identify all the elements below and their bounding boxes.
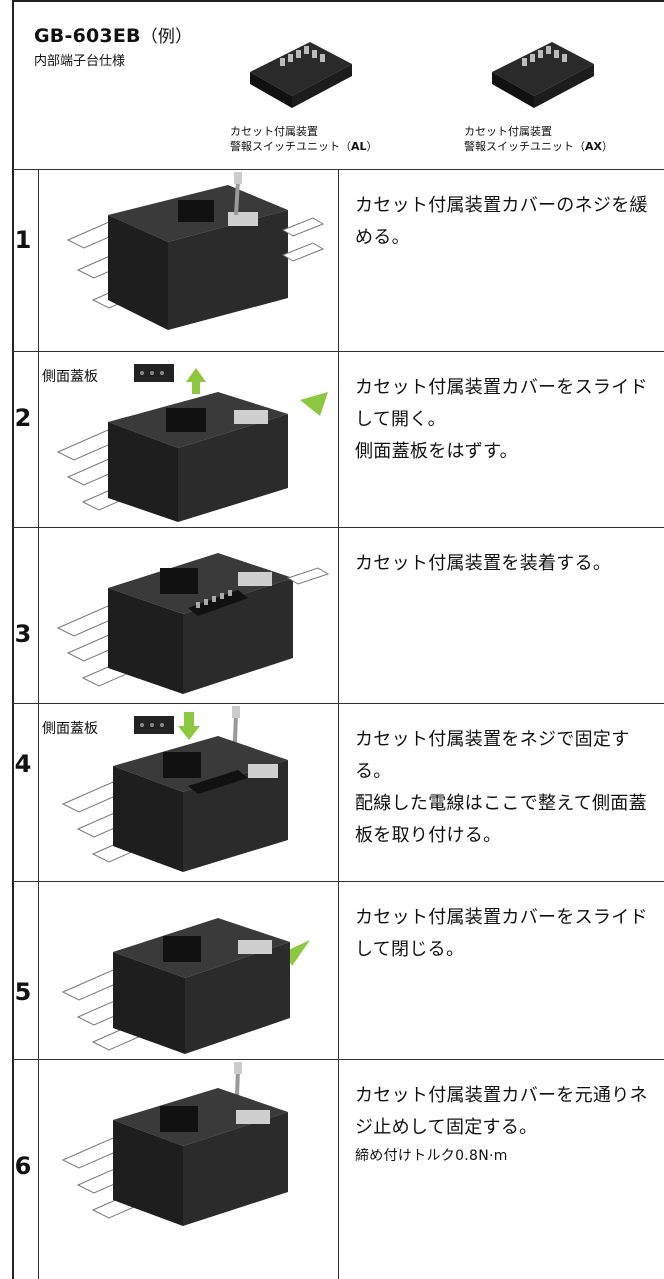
- unit-caption-al: カセット付属装置 警報スイッチユニット（AL）: [230, 125, 378, 153]
- step-3-image: [38, 528, 339, 703]
- step-number: 3: [14, 620, 32, 648]
- step-number: 2: [14, 404, 32, 432]
- alarm-unit-al-image: [250, 42, 352, 108]
- step-2-image: 側面蓋板: [38, 352, 339, 527]
- step-number: 6: [14, 1152, 32, 1180]
- step-number: 1: [14, 226, 32, 254]
- step-4-image: 側面蓋板: [38, 704, 339, 881]
- unit-caption-ax: カセット付属装置 警報スイッチユニット（AX）: [464, 125, 613, 153]
- table-frame: [12, 0, 664, 1279]
- step-1-text: カセット付属装置カバーのネジを緩める。: [355, 195, 648, 248]
- step-3-text: カセット付属装置を装着する。: [355, 553, 612, 574]
- step-6-image: [38, 1060, 339, 1279]
- header-section: GB-603EB（例） 内部端子台仕様 カセット付属装置 警報スイッチユニット（…: [12, 0, 664, 170]
- model-name: GB-603EB: [34, 25, 141, 47]
- step-row-1: 1 カセット付属装置カバーのネジを緩める。: [12, 170, 664, 352]
- step-row-6: 6 カセット付属装置カバーを元通りネジ止めして固定する。締め付けトルク0.8N·…: [12, 1060, 664, 1279]
- step-5-image: [38, 882, 339, 1059]
- alarm-unit-ax-image: [492, 42, 594, 108]
- step-5-text: カセット付属装置カバーをスライドして閉じる。: [355, 907, 648, 960]
- step-2-text: カセット付属装置カバーをスライドして開く。側面蓋板をはずす。: [355, 377, 648, 462]
- step-4-text: カセット付属装置をネジで固定する。配線した電線はここで整えて側面蓋板を取り付ける…: [355, 729, 647, 846]
- step-row-5: 5 カセット付属装置カバーをスライドして閉じる。: [12, 882, 664, 1060]
- torque-note: 締め付けトルク0.8N·m: [355, 1148, 508, 1164]
- model-title: GB-603EB（例）: [34, 22, 192, 47]
- spec-label: 内部端子台仕様: [34, 54, 126, 69]
- step-1-image: [38, 170, 339, 351]
- step-number: 4: [14, 750, 32, 778]
- step-number: 5: [14, 978, 32, 1006]
- step-6-text: カセット付属装置カバーを元通りネジ止めして固定する。締め付けトルク0.8N·m: [355, 1060, 656, 1168]
- step-row-4: 4 側面蓋板 カセット付属装置をネジで固定する。配線した電線はここで整えて側面蓋…: [12, 704, 664, 882]
- step-row-3: 3 カセット付属装置を装着する。: [12, 528, 664, 704]
- step-row-2: 2 側面蓋板 カセット付属装置カバーをスライドして開く。側面蓋板をはずす。: [12, 352, 664, 528]
- model-note: （例）: [140, 27, 193, 47]
- side-cover-label: 側面蓋板: [42, 369, 98, 385]
- side-cover-label: 側面蓋板: [42, 721, 98, 737]
